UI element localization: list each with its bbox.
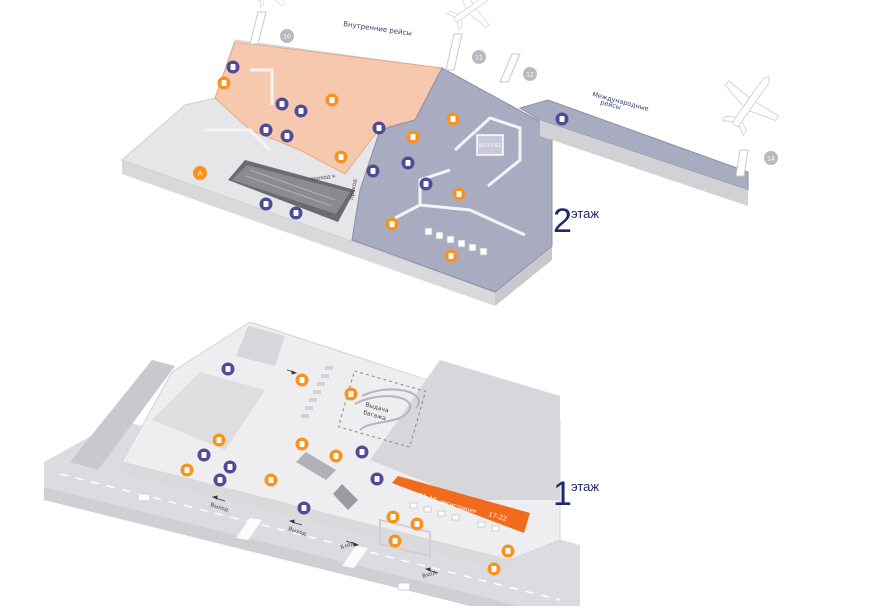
purple-marker (280, 129, 294, 143)
orange-marker (446, 112, 460, 126)
exit-label-1: Выход (209, 502, 229, 513)
domestic-flights-label: Внутренние рейсы (343, 20, 413, 38)
passage-label-a: проход к (309, 173, 336, 183)
gate-number: 14 (767, 156, 775, 163)
gate-badges: 10 11 12 14 (280, 29, 778, 165)
gate-number: 10 (283, 34, 291, 41)
passage-label-b: проход (349, 179, 359, 201)
orange-marker (264, 473, 278, 487)
floor-2-plan: DUTY FREE проход к проход (121, 39, 749, 306)
orange-marker (180, 463, 194, 477)
purple-marker (401, 156, 415, 170)
floor-number: 1 (553, 475, 572, 513)
orange-marker (410, 517, 424, 531)
international-pier (518, 99, 749, 191)
purple-marker (223, 460, 237, 474)
purple-marker (221, 362, 235, 376)
international-departures-zone (351, 67, 553, 293)
orange-marker (325, 93, 339, 107)
floor-1-plan: 11-16 регистрация 17-22 Выдача багажа (44, 321, 580, 606)
floor-number: 2 (553, 202, 572, 240)
airside-block (370, 360, 560, 500)
floor-1-label[interactable]: 1 этаж (553, 475, 599, 513)
orange-marker (329, 449, 343, 463)
svg-text:DUTY FREE: DUTY FREE (479, 143, 502, 148)
orange-marker (217, 76, 231, 90)
floor-2-label[interactable]: 2 этаж (553, 202, 599, 240)
gate-number: 11 (475, 55, 483, 62)
floor-word: этаж (571, 206, 600, 221)
orange-marker (334, 150, 348, 164)
floor-2-markers: A (193, 60, 569, 263)
marker-letter: A (198, 170, 203, 178)
purple-marker (555, 112, 569, 126)
orange-marker (452, 187, 466, 201)
orange-marker (212, 433, 226, 447)
purple-marker (226, 60, 240, 74)
jet-bridges (249, 11, 749, 177)
orange-marker (385, 217, 399, 231)
gate-number: 12 (526, 72, 534, 79)
duty-free-shop (476, 134, 504, 156)
purple-marker (372, 121, 386, 135)
purple-marker (275, 97, 289, 111)
orange-marker (388, 534, 402, 548)
purple-marker (297, 501, 311, 515)
baggage-carousel (337, 370, 427, 448)
orange-marker (501, 544, 515, 558)
purple-marker (294, 104, 308, 118)
purple-marker (355, 445, 369, 459)
checkin-band (392, 476, 530, 533)
orange-marker (344, 387, 358, 401)
purple-marker (213, 473, 227, 487)
exit-label-2: Выход (287, 526, 307, 537)
entrance-label-2: Вход (422, 570, 438, 580)
purple-marker (366, 164, 380, 178)
purple-marker (259, 197, 273, 211)
purple-marker (419, 177, 433, 191)
orange-marker (386, 510, 400, 524)
orange-marker (295, 373, 309, 387)
entrance-label-1: Вход (340, 541, 356, 551)
orange-a-marker: A (193, 166, 207, 180)
floor-1-markers (180, 362, 515, 576)
orange-marker (406, 130, 420, 144)
orange-marker (444, 249, 458, 263)
purple-marker (259, 123, 273, 137)
orange-marker (295, 437, 309, 451)
purple-marker (289, 206, 303, 220)
orange-marker (487, 562, 501, 576)
purple-marker (370, 472, 384, 486)
floor-word: этаж (571, 479, 600, 494)
purple-marker (197, 448, 211, 462)
